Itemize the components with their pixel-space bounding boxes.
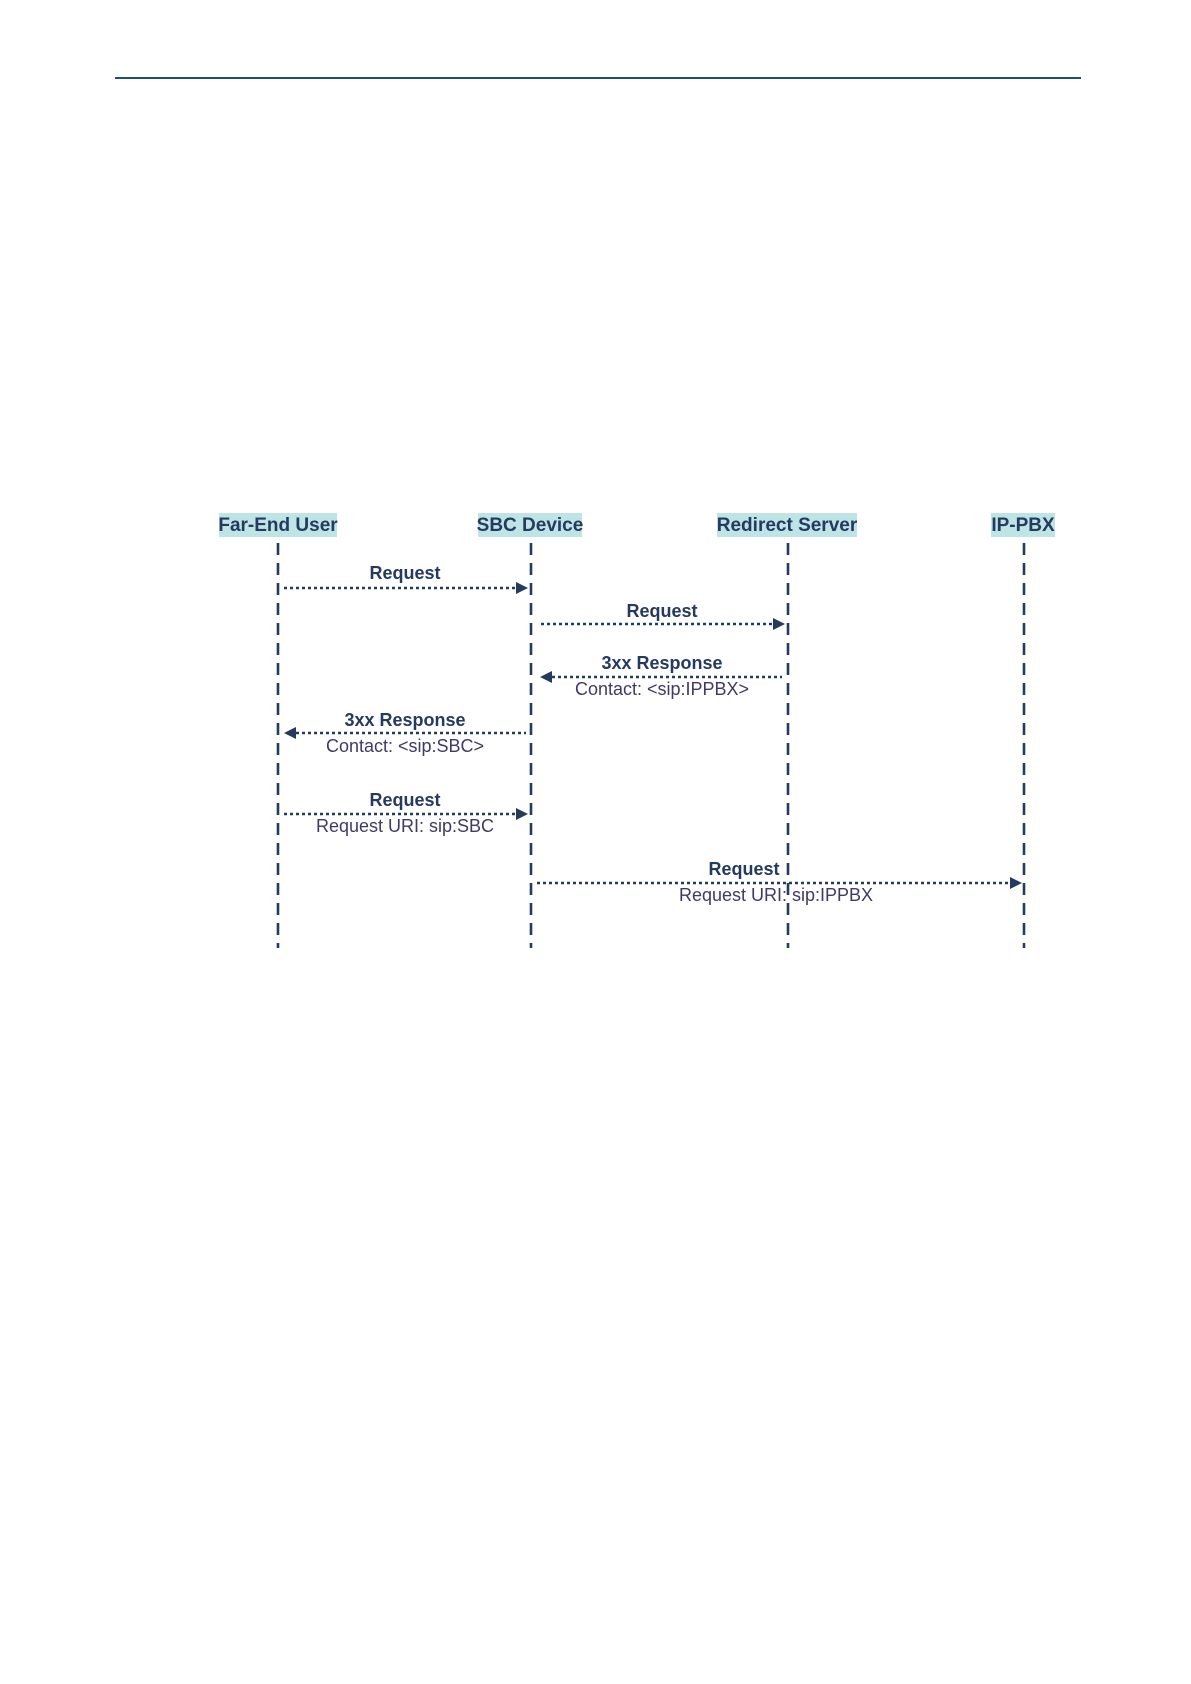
message-label: 3xx Response [601, 653, 722, 673]
message-label: Request [708, 859, 779, 879]
participant-far-end-user: Far-End User [218, 513, 338, 537]
arrow-left-icon [284, 727, 296, 739]
message-label: Request [369, 790, 440, 810]
message-label: Request [369, 563, 440, 583]
message-sub-label: Contact: <sip:IPPBX> [575, 679, 749, 699]
arrow-right-icon [1010, 877, 1022, 889]
arrow-right-icon [516, 808, 528, 820]
message-2: Request [541, 601, 785, 630]
message-sub-label: Request URI: sip:IPPBX [679, 885, 873, 905]
participant-label: IP-PBX [991, 515, 1055, 536]
message-label: 3xx Response [344, 710, 465, 730]
message-label: Request [626, 601, 697, 621]
arrow-right-icon [516, 582, 528, 594]
participant-ip-pbx: IP-PBX [991, 513, 1055, 537]
participant-label: Far-End User [218, 515, 338, 536]
arrow-left-icon [540, 671, 552, 683]
message-sub-label: Request URI: sip:SBC [316, 816, 494, 836]
message-1: Request [284, 563, 528, 594]
participant-label: SBC Device [477, 515, 584, 536]
message-sub-label: Contact: <sip:SBC> [326, 736, 484, 756]
arrow-right-icon [773, 618, 785, 630]
participant-sbc-device: SBC Device [477, 513, 584, 537]
message-4: 3xx Response Contact: <sip:SBC> [284, 710, 526, 756]
message-5: Request Request URI: sip:SBC [284, 790, 528, 836]
message-6: Request Request URI: sip:IPPBX [537, 859, 1022, 905]
message-3: 3xx Response Contact: <sip:IPPBX> [540, 653, 782, 699]
participant-redirect-server: Redirect Server [717, 513, 858, 537]
participant-label: Redirect Server [717, 515, 858, 536]
